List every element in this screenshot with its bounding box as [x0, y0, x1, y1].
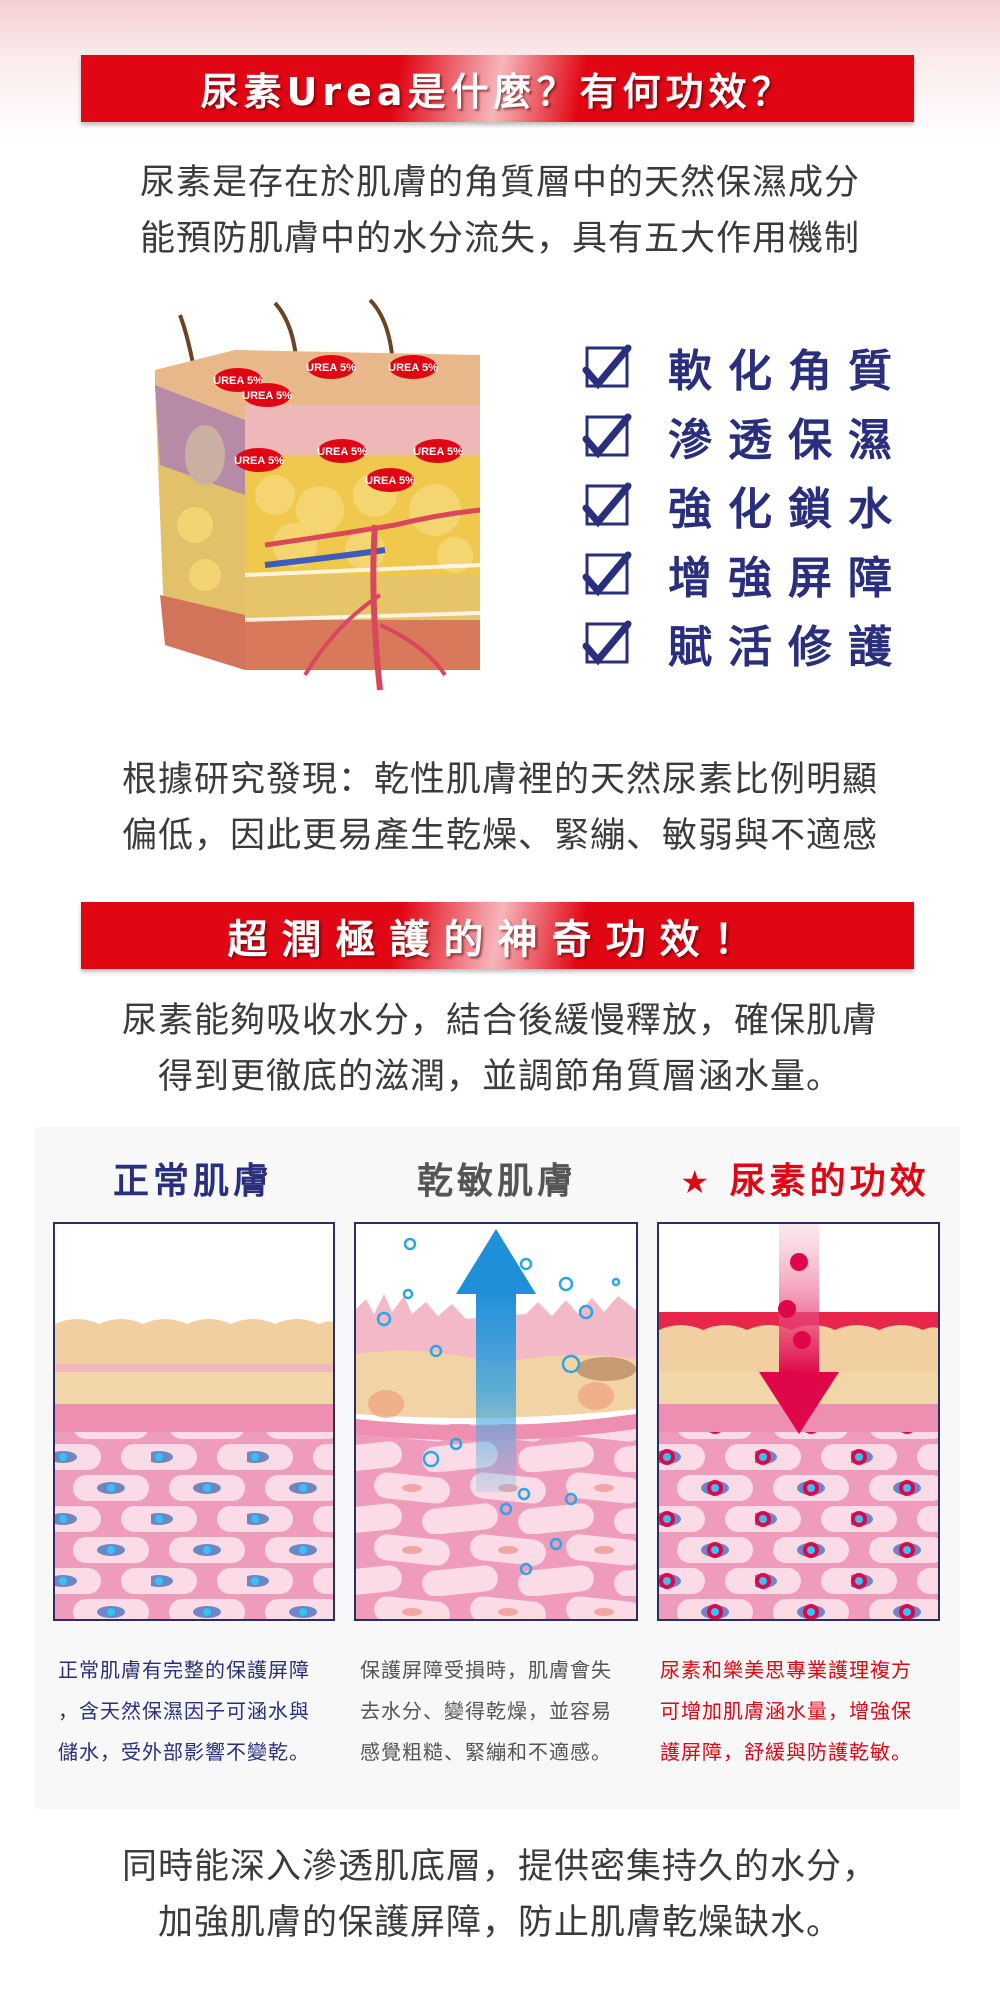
- caption-urea-effect: 尿素和樂美思專業護理複方 可增加肌膚涵水量，增強保 護屏障，舒緩與防護乾敏。: [660, 1658, 912, 1764]
- checkbox-checked-icon: [582, 618, 632, 668]
- caption-dry-skin: 保護屏障受損時，肌膚會失 去水分、變得乾燥，並容易 感覺粗糙、緊繃和不適感。: [360, 1658, 612, 1764]
- svg-text:UREA 5%: UREA 5%: [317, 446, 367, 458]
- intro-line: 尿素是存在於肌膚的角質層中的天然保濕成分: [139, 163, 860, 203]
- checklist-label: 滲透保濕: [668, 414, 908, 466]
- urea-label: UREA 5%: [213, 375, 263, 387]
- checkbox-checked-icon: [582, 342, 632, 392]
- skin-cross-section-illustration: UREA 5% UREA 5% UREA 5% UREA 5% UREA 5% …: [135, 295, 495, 695]
- normal-skin-illustration: [53, 1222, 335, 1621]
- checklist-label: 軟化角質: [668, 345, 908, 397]
- research-line: 根據研究發現：乾性肌膚裡的天然尿素比例明顯: [121, 760, 878, 800]
- intro-paragraph: 尿素是存在於肌膚的角質層中的天然保濕成分 能預防肌膚中的水分流失，具有五大作用機…: [0, 155, 1000, 267]
- outro-line: 同時能深入滲透肌底層，提供密集持久的水分，: [121, 1847, 878, 1887]
- svg-text:UREA 5%: UREA 5%: [234, 455, 284, 467]
- svg-text:UREA 5%: UREA 5%: [413, 446, 463, 458]
- effects-intro-paragraph: 尿素能夠吸收水分，結合後緩慢釋放，確保肌膚 得到更徹底的滋潤，並調節角質層涵水量…: [0, 993, 1000, 1105]
- checklist-label: 增強屏障: [668, 552, 908, 604]
- checklist-item: 增強屏障: [582, 539, 912, 608]
- checklist-label: 強化鎖水: [668, 483, 908, 535]
- research-paragraph: 根據研究發現：乾性肌膚裡的天然尿素比例明顯 偏低，因此更易產生乾燥、緊繃、敏弱與…: [0, 752, 1000, 864]
- section-banner-effects: 超潤極護的神奇功效！: [81, 902, 914, 969]
- checklist-item: 軟化角質: [582, 332, 912, 401]
- intro-line: 能預防肌膚中的水分流失，具有五大作用機制: [139, 219, 860, 259]
- column-title-urea-effect: ★ 尿素的功效: [680, 1161, 930, 1202]
- checkbox-checked-icon: [582, 549, 632, 599]
- intro-line: 尿素能夠吸收水分，結合後緩慢釋放，確保肌膚: [121, 1001, 878, 1041]
- outro-line: 加強肌膚的保護屏障，防止肌膚乾燥缺水。: [157, 1903, 842, 1943]
- column-title-dry-skin: 乾敏肌膚: [416, 1161, 577, 1202]
- benefits-checklist: 軟化角質 滲透保濕 強化鎖水 增強屏障 賦活修護: [582, 332, 912, 677]
- banner-title: 尿素Urea是什麼？有何功效？: [200, 70, 795, 114]
- intro-line: 得到更徹底的滋潤，並調節角質層涵水量。: [157, 1057, 842, 1097]
- banner-title: 超潤極護的神奇功效！: [227, 916, 768, 963]
- column-title-normal-skin: 正常肌膚: [112, 1161, 273, 1202]
- svg-text:UREA 5%: UREA 5%: [365, 475, 415, 487]
- section-banner-what-is-urea: 尿素Urea是什麼？有何功效？: [81, 55, 914, 122]
- caption-normal-skin: 正常肌膚有完整的保護屏障 ，含天然保濕因子可涵水與 儲水，受外部影響不變乾。: [58, 1658, 310, 1764]
- svg-text:UREA 5%: UREA 5%: [306, 362, 356, 374]
- svg-text:UREA 5%: UREA 5%: [242, 390, 292, 402]
- checkbox-checked-icon: [582, 480, 632, 530]
- svg-text:UREA 5%: UREA 5%: [388, 362, 438, 374]
- star-icon: ★: [680, 1163, 714, 1201]
- checklist-item: 賦活修護: [582, 608, 912, 677]
- checklist-item: 強化鎖水: [582, 470, 912, 539]
- checklist-item: 滲透保濕: [582, 401, 912, 470]
- checkbox-checked-icon: [582, 411, 632, 461]
- outro-paragraph: 同時能深入滲透肌底層，提供密集持久的水分， 加強肌膚的保護屏障，防止肌膚乾燥缺水…: [0, 1839, 1000, 1951]
- dry-skin-illustration: [354, 1222, 638, 1621]
- checklist-label: 賦活修護: [668, 621, 908, 673]
- urea-effect-illustration: [657, 1222, 940, 1621]
- research-line: 偏低，因此更易產生乾燥、緊繃、敏弱與不適感: [121, 816, 878, 856]
